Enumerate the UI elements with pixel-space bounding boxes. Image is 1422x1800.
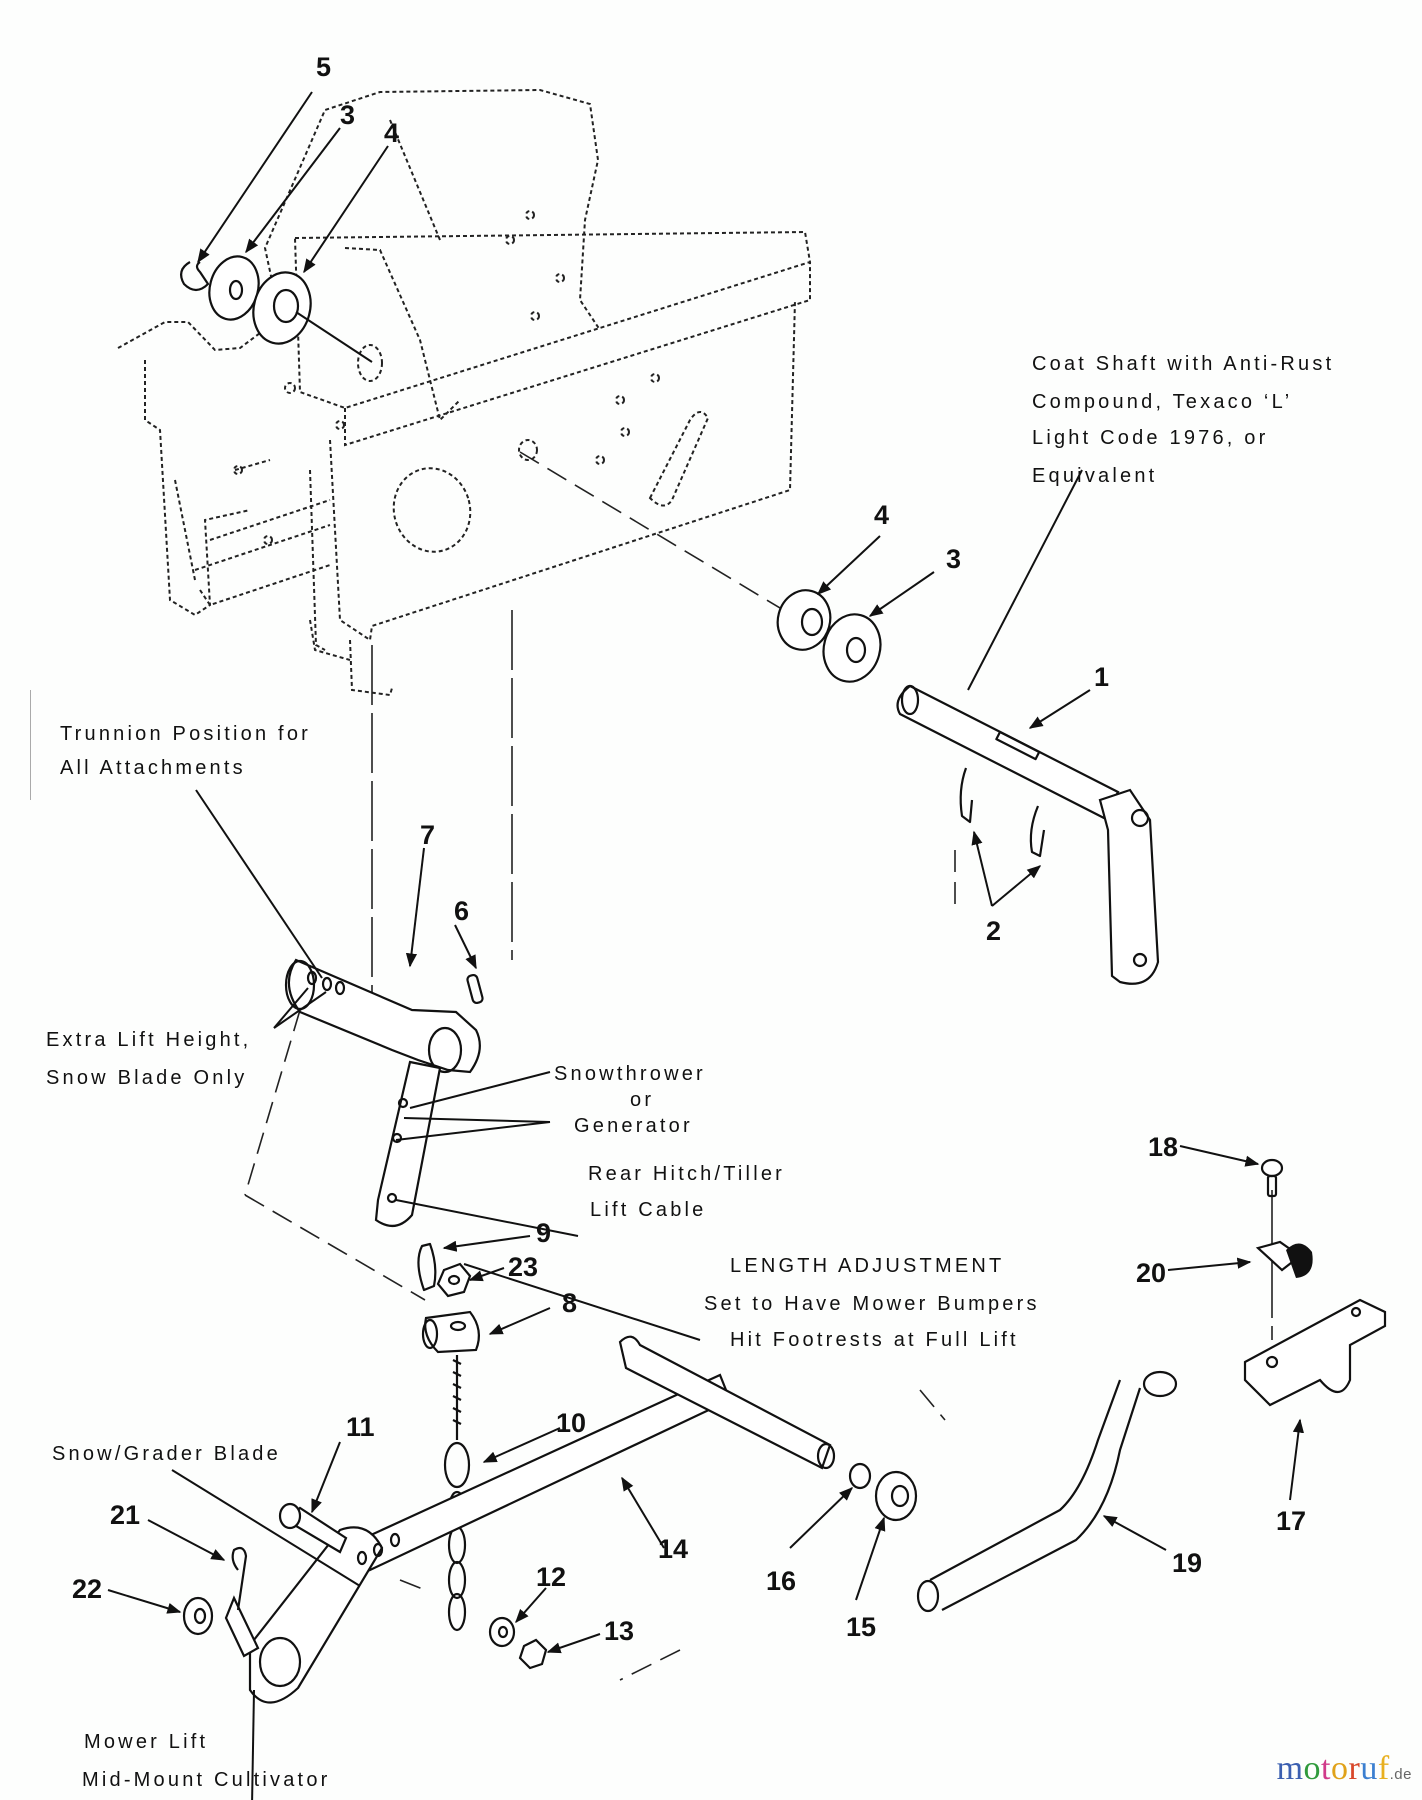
svg-text:Light Code 1976, or: Light Code 1976, or <box>1032 427 1268 449</box>
note-rear-hitch: Rear Hitch/Tiller Lift Cable <box>588 1163 785 1221</box>
callout-5: 5 <box>316 52 331 82</box>
callout-21: 21 <box>110 1500 140 1530</box>
part-9-hairpin <box>417 1242 437 1292</box>
callout-3-top: 3 <box>340 100 355 130</box>
svg-text:Mower Lift: Mower Lift <box>84 1731 208 1753</box>
part-15-bushing <box>874 1470 918 1522</box>
svg-text:All Attachments: All Attachments <box>60 757 246 779</box>
callout-15: 15 <box>846 1612 876 1642</box>
svg-text:or: or <box>630 1089 654 1111</box>
svg-text:Extra Lift Height,: Extra Lift Height, <box>46 1029 251 1051</box>
callout-20: 20 <box>1136 1258 1166 1288</box>
watermark-logo: motoruf.de <box>1277 1750 1412 1788</box>
assembly-guides <box>244 451 1273 1681</box>
svg-text:Snowthrower: Snowthrower <box>554 1063 706 1085</box>
wm-letter: o <box>1330 1750 1349 1787</box>
part-22-washer <box>182 1596 214 1636</box>
svg-text:Equivalent: Equivalent <box>1032 465 1157 487</box>
part-19-lift-rod <box>916 1370 1178 1613</box>
part-23-nut <box>436 1262 472 1298</box>
callout-10: 10 <box>556 1408 586 1438</box>
scan-edge-line <box>30 690 31 800</box>
callout-18: 18 <box>1148 1132 1178 1162</box>
wm-letter: f <box>1377 1750 1390 1787</box>
wm-letter: u <box>1360 1750 1378 1787</box>
part-18-screw <box>1260 1158 1284 1198</box>
wm-letter: m <box>1276 1750 1304 1787</box>
note-mower-lift: Mower Lift Mid-Mount Cultivator <box>82 1731 331 1791</box>
callout-1: 1 <box>1094 662 1109 692</box>
callout-2: 2 <box>986 916 1001 946</box>
part-13-nut <box>518 1638 548 1670</box>
svg-text:Snow Blade Only: Snow Blade Only <box>46 1067 247 1089</box>
part-10-lift-link-chain <box>443 1355 471 1632</box>
wm-letter: t <box>1321 1750 1331 1787</box>
svg-text:Set to Have Mower Bumpers: Set to Have Mower Bumpers <box>704 1293 1040 1315</box>
part-12-washer <box>488 1616 516 1648</box>
callout-4-top: 4 <box>384 118 399 148</box>
svg-text:Generator: Generator <box>574 1115 693 1137</box>
note-length-adjustment: LENGTH ADJUSTMENT Set to Have Mower Bump… <box>704 1255 1040 1351</box>
part-5-e-clip <box>179 261 210 292</box>
callout-numbers: 5 3 4 4 3 1 2 7 6 9 23 8 18 20 17 10 11 … <box>72 52 1306 1646</box>
note-coat-shaft: Coat Shaft with Anti-Rust Compound, Texa… <box>1032 353 1334 487</box>
svg-text:Trunnion Position for: Trunnion Position for <box>60 723 311 745</box>
callout-6: 6 <box>454 896 469 926</box>
svg-text:Snow/Grader Blade: Snow/Grader Blade <box>52 1443 281 1465</box>
callout-4-right: 4 <box>874 500 889 530</box>
note-snowthrower: Snowthrower or Generator <box>554 1063 706 1137</box>
callout-23: 23 <box>508 1252 538 1282</box>
callout-14: 14 <box>658 1534 688 1564</box>
wm-letter: o <box>1303 1750 1322 1787</box>
part-20-clamp <box>1255 1240 1313 1278</box>
part-1-cross-shaft <box>896 684 1160 985</box>
callout-12: 12 <box>536 1562 566 1592</box>
tractor-frame <box>117 88 812 697</box>
part-3-washer-top <box>208 255 260 321</box>
part-2-hairpin-pins <box>959 767 1046 858</box>
callout-7: 7 <box>420 820 435 850</box>
part-4-bushing-right <box>776 589 832 651</box>
svg-text:Compound, Texaco ‘L’: Compound, Texaco ‘L’ <box>1032 391 1292 413</box>
callout-16: 16 <box>766 1566 796 1596</box>
part-16-clip <box>848 1462 872 1490</box>
callout-9: 9 <box>536 1218 551 1248</box>
wm-letter: r <box>1348 1750 1361 1787</box>
callout-13: 13 <box>604 1616 634 1646</box>
callout-8: 8 <box>562 1288 577 1318</box>
part-14-lift-shaft <box>224 1335 836 1704</box>
callout-22: 22 <box>72 1574 102 1604</box>
part-17-bracket <box>1243 1298 1387 1407</box>
svg-text:Mid-Mount Cultivator: Mid-Mount Cultivator <box>82 1769 331 1791</box>
svg-text:Hit Footrests at Full Lift: Hit Footrests at Full Lift <box>730 1329 1019 1351</box>
svg-text:Coat Shaft with Anti-Rust: Coat Shaft with Anti-Rust <box>1032 353 1334 375</box>
callout-19: 19 <box>1172 1548 1202 1578</box>
part-4-bushing-top <box>252 271 373 363</box>
svg-text:Rear Hitch/Tiller: Rear Hitch/Tiller <box>588 1163 785 1185</box>
leader-lines <box>107 91 1304 1800</box>
part-8-trunnion-block <box>421 1310 481 1354</box>
part-21-hairpin <box>231 1546 248 1611</box>
part-11-bolt <box>278 1502 348 1554</box>
part-3-washer-right <box>822 613 882 683</box>
part-7-trunnion <box>284 958 481 1227</box>
callout-3-right: 3 <box>946 544 961 574</box>
note-extra-lift-height: Extra Lift Height, Snow Blade Only <box>46 1029 251 1089</box>
wm-tld: .de <box>1389 1766 1412 1783</box>
note-trunnion-position: Trunnion Position for All Attachments <box>60 723 311 779</box>
note-snow-grader-blade: Snow/Grader Blade <box>52 1443 281 1465</box>
part-6-key-pin <box>466 973 484 1005</box>
svg-text:LENGTH ADJUSTMENT: LENGTH ADJUSTMENT <box>730 1255 1004 1277</box>
svg-text:Lift Cable: Lift Cable <box>590 1199 707 1221</box>
callout-11: 11 <box>346 1412 375 1442</box>
callout-17: 17 <box>1276 1506 1306 1536</box>
